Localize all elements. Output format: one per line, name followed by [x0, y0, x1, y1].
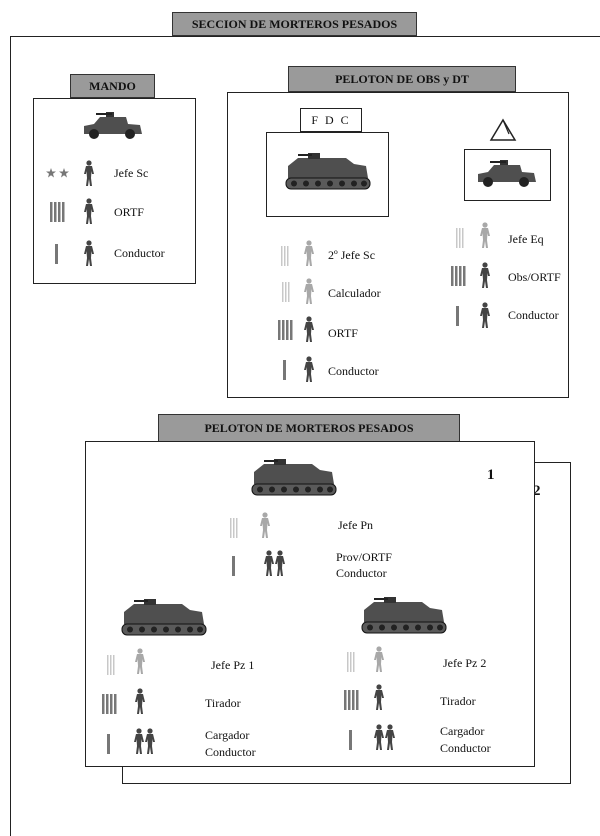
- rank-thin-icon: [230, 518, 238, 538]
- mando-header: MANDO: [70, 74, 155, 98]
- soldier-icon: [480, 262, 490, 288]
- pz1-crew-line1: Cargador: [205, 728, 250, 742]
- rank-bar-icon: [456, 306, 459, 326]
- soldier-icon: [304, 240, 314, 266]
- soldier-pair-icon: [262, 550, 288, 576]
- rank-bar-icon: [232, 556, 235, 576]
- mando-role-1: Jefe Sc: [114, 166, 149, 180]
- pz2-crew-line2: Conductor: [440, 741, 491, 755]
- pz1-crew-line2: Conductor: [205, 745, 256, 759]
- obs-header: PELOTON DE OBS y DT: [288, 66, 516, 92]
- pz2-apc: [361, 596, 447, 634]
- soldier-icon: [260, 512, 270, 538]
- team-role-3: Conductor: [508, 308, 559, 322]
- soldier-icon: [374, 684, 384, 710]
- page-title: SECCION DE MORTEROS PESADOS: [172, 12, 417, 36]
- card-1-number: 1: [487, 467, 495, 483]
- soldier-icon: [304, 316, 314, 342]
- fdc-role-3: ORTF: [328, 326, 358, 340]
- soldier-icon: [304, 278, 314, 304]
- pz2-crew-line1: Cargador: [440, 724, 485, 738]
- soldier-icon: [135, 688, 145, 714]
- morteros-header: PELOTON DE MORTEROS PESADOS: [158, 414, 460, 442]
- rank-thin-icon: [281, 246, 289, 266]
- fdc-label-box: F D C: [300, 108, 362, 132]
- soldier-icon: [480, 222, 490, 248]
- pn-apc: [251, 458, 337, 496]
- rank-bar-icon: [349, 730, 352, 750]
- soldier-icon: [84, 240, 94, 266]
- rank-thin-icon: [456, 228, 464, 248]
- pn-jefe: Jefe Pn: [338, 518, 373, 532]
- pz1-jefe: Jefe Pz 1: [211, 658, 255, 672]
- obs-panel: [227, 92, 569, 398]
- triangle-icon: [489, 118, 517, 141]
- soldier-icon: [84, 198, 94, 224]
- soldier-icon: [480, 302, 490, 328]
- rank-thin-icon: [347, 652, 355, 672]
- soldier-pair-icon: [372, 724, 398, 750]
- rank-multi-icon: [50, 202, 65, 222]
- mando-role-3: Conductor: [114, 246, 165, 260]
- pz2-jefe: Jefe Pz 2: [443, 656, 487, 670]
- fdc-role-1: 2º Jefe Sc: [328, 248, 376, 262]
- soldier-icon: [304, 356, 314, 382]
- pz2-tirador: Tirador: [440, 694, 476, 708]
- pz1-tirador: Tirador: [205, 696, 241, 710]
- pz1-apc: [121, 598, 207, 636]
- rank-thin-icon: [282, 282, 290, 302]
- fdc-apc: [285, 152, 371, 190]
- team-role-2: Obs/ORTF: [508, 270, 561, 284]
- fdc-role-2: Calculador: [328, 286, 381, 300]
- fdc-role-4: Conductor: [328, 364, 379, 378]
- card-2-number: 2: [533, 483, 541, 499]
- pn-crew-line2: Conductor: [336, 566, 387, 580]
- team-role-1: Jefe Eq: [508, 232, 544, 246]
- soldier-icon: [84, 160, 94, 186]
- pn-crew-line1: Prov/ORTF: [336, 550, 392, 564]
- rank-bar-icon: [107, 734, 110, 754]
- soldier-icon: [374, 646, 384, 672]
- rank-thin-icon: [107, 655, 115, 675]
- mando-role-2: ORTF: [114, 205, 144, 219]
- mando-hmmwv: [84, 112, 142, 139]
- rank-multi-icon: [451, 266, 466, 286]
- rank-multi-icon: [102, 694, 117, 714]
- rank-multi-icon: [344, 690, 359, 710]
- team-hmmwv: [478, 160, 536, 187]
- rank-multi-icon: [278, 320, 293, 340]
- rank-bar-icon: [283, 360, 286, 380]
- soldier-pair-icon: [132, 728, 158, 754]
- rank-bar-icon: [55, 244, 58, 264]
- soldier-icon: [135, 648, 145, 674]
- rank-stars-icon: [46, 168, 69, 178]
